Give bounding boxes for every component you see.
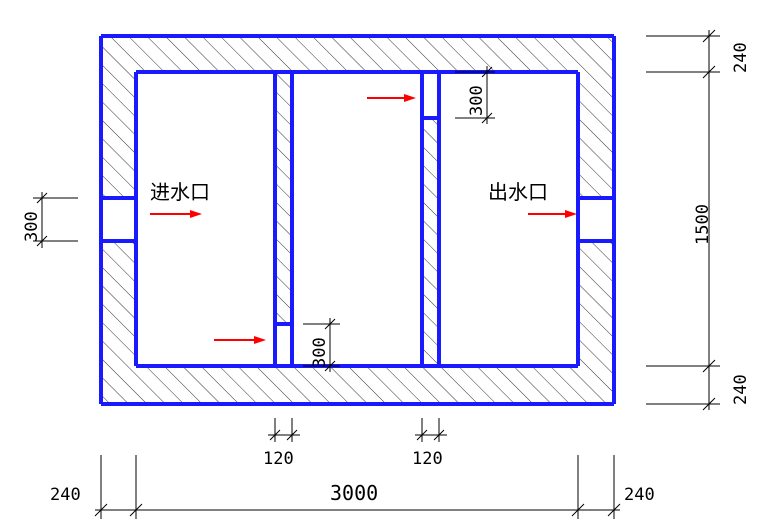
inner-wall [134, 70, 580, 368]
flow-arrow-partition-2 [367, 94, 416, 102]
partition-2 [420, 72, 441, 366]
dim-partition-2 [415, 418, 447, 442]
dim-gap-partition-1 [303, 318, 340, 372]
dim-gap-partition-2 [455, 66, 495, 124]
outlet-label: 出水口 [488, 180, 548, 204]
partition-1 [273, 72, 294, 366]
dim-partition-2-text: 120 [412, 449, 443, 469]
dim-wall-top-text: 240 [731, 42, 751, 73]
dim-wall-bottom-text: 240 [731, 374, 751, 405]
outer-wall [99, 34, 616, 406]
dim-inlet-opening [33, 192, 78, 248]
inlet-label: 进水口 [150, 180, 210, 204]
flow-arrow-outlet [528, 210, 577, 218]
dim-partition-1-text: 120 [263, 449, 294, 469]
flow-arrow-inlet [150, 210, 202, 218]
dim-bottom [94, 455, 621, 519]
wall-hatching [101, 36, 614, 404]
dim-gap-partition-2-text: 300 [467, 85, 487, 116]
flow-arrow-partition-1 [214, 336, 266, 344]
outlet-pipe [578, 196, 614, 243]
dim-wall-left-text: 240 [50, 485, 81, 505]
dim-right [646, 29, 720, 411]
dim-gap-partition-1-text: 300 [310, 337, 330, 368]
dim-wall-right-text: 240 [624, 485, 655, 505]
inlet-pipe [101, 196, 136, 243]
dim-partition-1 [268, 418, 300, 442]
dim-inlet-opening-text: 300 [22, 211, 42, 242]
dim-inner-width-text: 3000 [330, 481, 378, 505]
inlet-opening-fill [102, 198, 136, 241]
dim-inner-height-text: 1500 [693, 204, 713, 245]
outlet-opening-fill [578, 198, 613, 241]
